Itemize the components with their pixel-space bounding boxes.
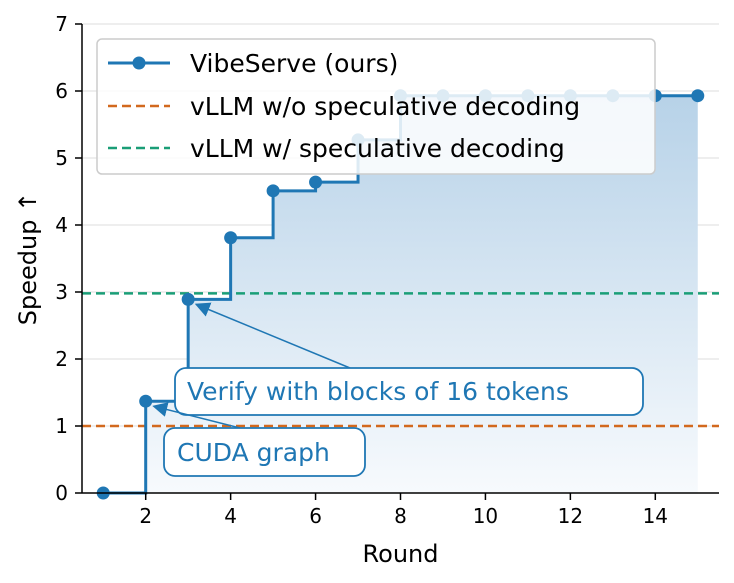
data-point-round-4 xyxy=(224,231,238,245)
annotation-arrow-verify xyxy=(194,302,351,369)
data-point-round-2 xyxy=(139,394,153,408)
annotation-verify-blocks: Verify with blocks of 16 tokens xyxy=(174,302,644,416)
y-tick-label-6: 6 xyxy=(55,79,68,103)
legend-box xyxy=(96,38,656,175)
x-axis-label: Round xyxy=(363,540,439,568)
x-tick-label-2: 2 xyxy=(139,504,152,528)
annotation-box-cuda xyxy=(163,427,366,477)
data-point-round-6 xyxy=(309,175,323,189)
annotation-text-verify: Verify with blocks of 16 tokens xyxy=(187,377,569,406)
annotation-text-cuda: CUDA graph xyxy=(177,438,330,467)
y-tick-label-0: 0 xyxy=(55,481,68,505)
data-point-round-3 xyxy=(181,292,195,306)
data-point-round-15 xyxy=(691,89,705,103)
x-tick-label-10: 10 xyxy=(473,504,498,528)
y-tick-label-7: 7 xyxy=(55,12,68,36)
legend-label-vllm-no-spec: vLLM w/o speculative decoding xyxy=(190,92,580,121)
y-tick-label-2: 2 xyxy=(55,347,68,371)
annotation-box-verify xyxy=(174,367,644,416)
annotation-arrow-cuda xyxy=(152,402,241,429)
x-tick-label-8: 8 xyxy=(394,504,407,528)
x-tick-label-14: 14 xyxy=(643,504,668,528)
legend-marker-vibeserve xyxy=(132,56,146,70)
annotation-cuda-graph: CUDA graph xyxy=(152,402,366,477)
x-tick-label-6: 6 xyxy=(309,504,322,528)
y-tick-label-5: 5 xyxy=(55,146,68,170)
y-tick-label-3: 3 xyxy=(55,280,68,304)
x-tick-label-12: 12 xyxy=(558,504,583,528)
legend-label-vibeserve: VibeServe (ours) xyxy=(190,49,398,78)
data-point-round-5 xyxy=(266,184,280,198)
legend: VibeServe (ours) vLLM w/o speculative de… xyxy=(96,38,656,175)
y-tick-label-1: 1 xyxy=(55,414,68,438)
y-axis-label: Speedup ↑ xyxy=(14,192,42,325)
legend-label-vllm-spec: vLLM w/ speculative decoding xyxy=(190,134,565,163)
x-tick-label-4: 4 xyxy=(224,504,237,528)
y-tick-label-4: 4 xyxy=(55,213,68,237)
